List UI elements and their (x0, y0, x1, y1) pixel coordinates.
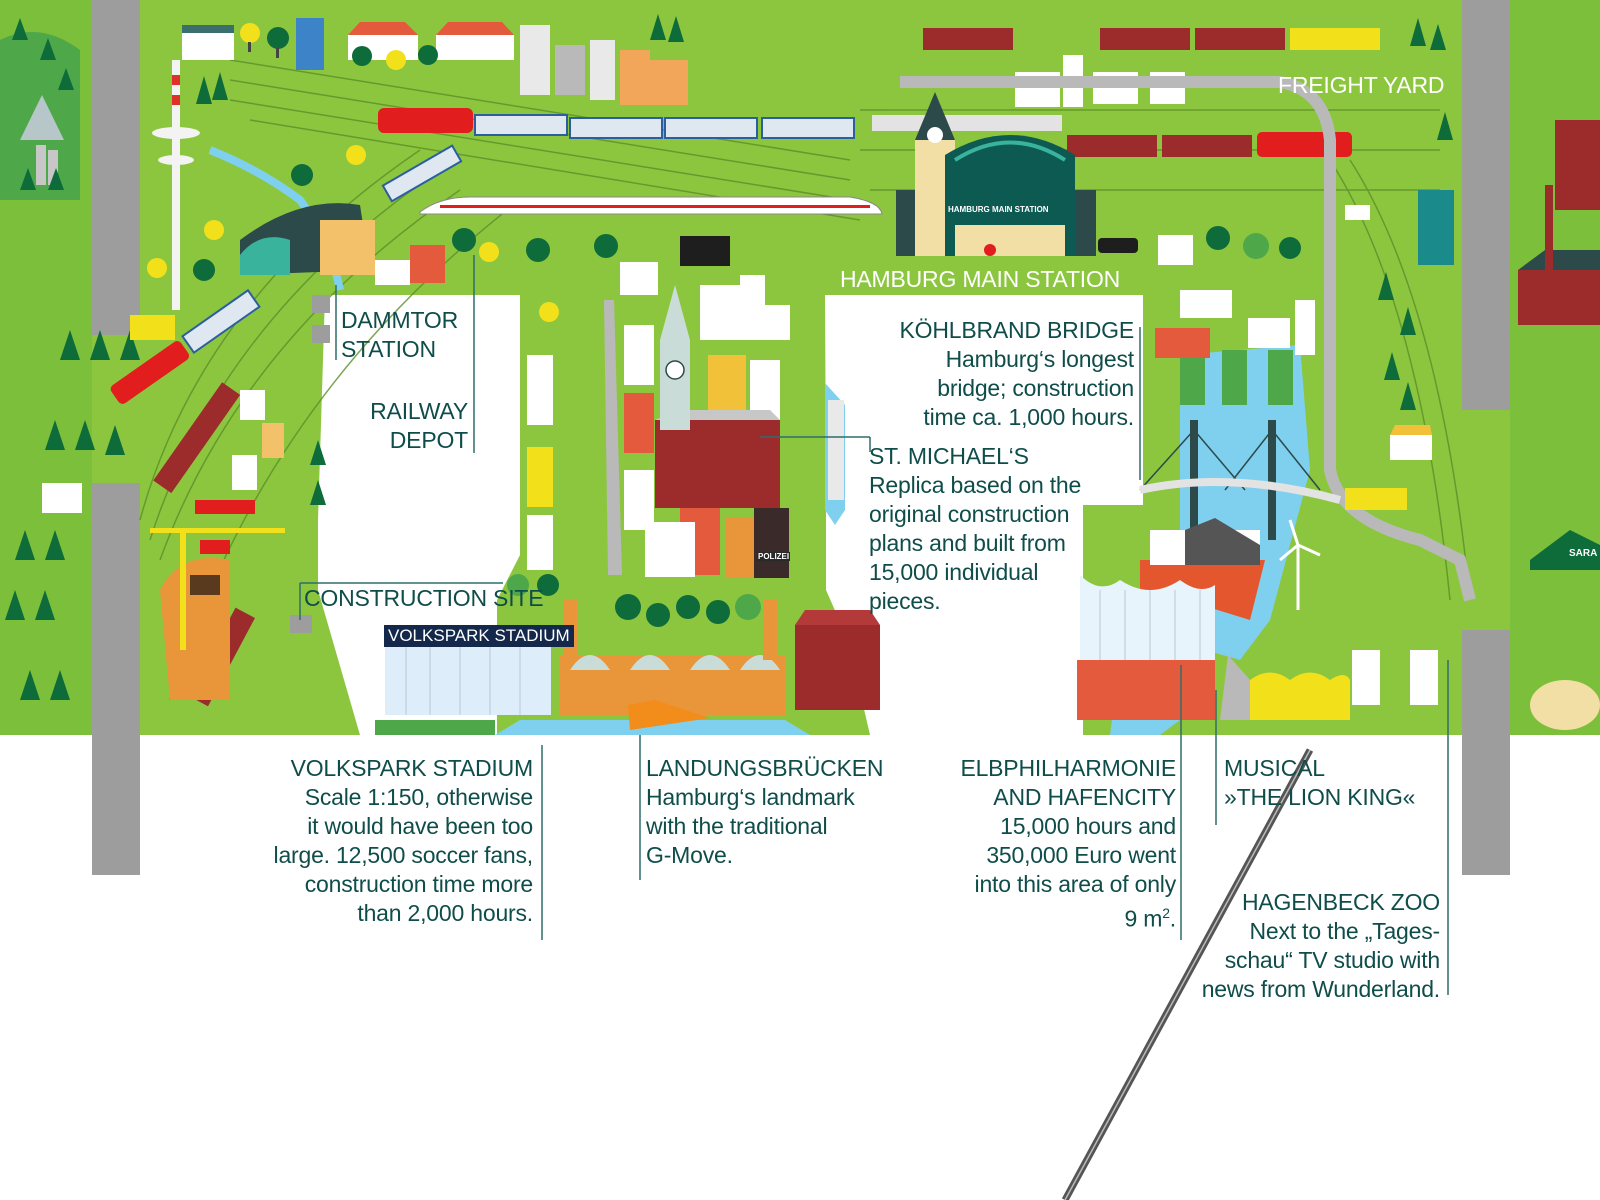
st-michaels-line-1: Replica based on the (869, 472, 1082, 498)
musical-line-1: MUSICAL (1224, 755, 1325, 781)
st-michaels-title: ST. MICHAEL‘S (869, 443, 1029, 469)
label-freight-yard: FREIGHT YARD (1278, 72, 1445, 98)
white-lower (0, 735, 1600, 1200)
road-right (900, 76, 1476, 602)
freight-diagonal (153, 382, 241, 494)
landungsbruecken-line-1: Hamburg‘s landmark (646, 784, 855, 810)
station-sign: HAMBURG MAIN STATION (948, 205, 1049, 214)
rail-line-diagonal (1061, 748, 1314, 1200)
dammtor-line-2: STATION (341, 336, 436, 362)
landungsbruecken-icon (495, 600, 810, 735)
elbphilharmonie-icon (1077, 575, 1215, 720)
label-railway-depot: RAILWAY DEPOT (370, 397, 468, 455)
label-volkspark-stadium: VOLKSPARK STADIUM Scale 1:150, otherwise… (273, 754, 534, 928)
volkspark-line-4: construction time more (304, 871, 533, 897)
volkspark-line-5: than 2,000 hours. (357, 900, 533, 926)
landungsbruecken-title: LANDUNGSBRÜCKEN (646, 755, 884, 781)
volkspark-line-3: large. 12,500 soccer fans, (273, 842, 534, 868)
ice-train (419, 196, 883, 215)
lion-king-theatre-icon (1220, 655, 1350, 720)
label-st-michaels: ST. MICHAEL‘S Replica based on the origi… (869, 442, 1081, 616)
hagenbeck-line-2: schau“ TV studio with (1224, 947, 1440, 973)
elbphilharmonie-line-3: into this area of only (974, 871, 1177, 897)
label-hamburg-main-station: HAMBURG MAIN STATION (840, 266, 1121, 292)
leader-lines (299, 255, 1449, 995)
pillar-left-bottom (92, 483, 140, 875)
kohlbrand-line-1: Hamburg‘s longest (945, 346, 1135, 372)
label-construction-site: CONSTRUCTION SITE (304, 585, 544, 611)
dammtor-line-1: DAMMTOR (341, 307, 459, 333)
truck-yellow (1345, 488, 1407, 510)
main-station-icon (896, 92, 1096, 256)
hagenbeck-line-3: news from Wunderland. (1201, 976, 1440, 1002)
red-building-port (795, 625, 880, 710)
landungsbruecken-line-3: G-Move. (646, 842, 733, 868)
railway-depot-line-1: RAILWAY (370, 398, 468, 424)
bridge-road (872, 115, 1062, 131)
sarasani-sign: SARA (1569, 548, 1598, 559)
ship-center-icon (825, 383, 845, 525)
center-road (604, 300, 622, 575)
trees (5, 14, 1453, 700)
volkspark-line-1: Scale 1:150, otherwise (304, 784, 533, 810)
kohlbrand-bridge-icon (1139, 350, 1342, 540)
st-michaels-line-5: pieces. (869, 588, 941, 614)
white-panel-right (825, 295, 1143, 735)
elbphilharmonie-area: 9 m (1124, 905, 1163, 932)
railway-depot-line-2: DEPOT (389, 427, 468, 453)
label-hagenbeck-zoo: HAGENBECK ZOO Next to the „Tages- schau“… (1202, 888, 1440, 1004)
elbphilharmonie-line-4: 9 m2. (960, 899, 1176, 934)
st-michaels-church-icon (655, 285, 780, 508)
police-sign: POLIZEI (757, 552, 791, 561)
wind-turbine-icon (1279, 519, 1321, 610)
label-kohlbrand-bridge: KÖHLBRAND BRIDGE Hamburg‘s longest bridg… (899, 316, 1134, 432)
tv-tower-icon (152, 60, 200, 310)
kohlbrand-title: KÖHLBRAND BRIDGE (899, 317, 1134, 343)
stadium-sign: VOLKSPARK STADIUM (384, 625, 574, 647)
pillar-left-top (92, 0, 140, 335)
hagenbeck-line-1: Next to the „Tages- (1249, 918, 1440, 944)
construction-site-icon (150, 500, 285, 700)
st-michaels-line-3: plans and built from (869, 530, 1066, 556)
hagenbeck-zoo-area (1352, 0, 1600, 735)
st-michaels-line-2: original construction (869, 501, 1070, 527)
car-black (1098, 238, 1138, 253)
kohlbrand-line-2: bridge; construction (937, 375, 1134, 401)
train-diagonal-left (110, 288, 261, 404)
elbphilharmonie-title-1: ELBPHILHARMONIE (960, 755, 1176, 781)
pillar-right-top (1462, 0, 1510, 410)
label-landungsbruecken: LANDUNGSBRÜCKEN Hamburg‘s landmark with … (646, 754, 883, 870)
elbphilharmonie-superscript: 2 (1162, 905, 1170, 921)
train-top-left (378, 108, 855, 139)
elbphilharmonie-title-2: AND HAFENCITY (993, 784, 1176, 810)
dammtor-station-icon (240, 203, 375, 275)
train-diagonal-left-2 (381, 144, 463, 203)
musical-line-2: »THE LION KING« (1224, 784, 1416, 810)
label-musical: MUSICAL »THE LION KING« (1224, 754, 1415, 812)
pillar-right-bottom (1462, 630, 1510, 875)
volkspark-line-2: it would have been too (307, 813, 533, 839)
landungsbruecken-line-2: with the traditional (646, 813, 828, 839)
buildings-right (1155, 205, 1370, 358)
label-elbphilharmonie: ELBPHILHARMONIE AND HAFENCITY 15,000 hou… (960, 754, 1176, 934)
label-dammtor-station: DAMMTOR STATION (341, 306, 458, 364)
elbphilharmonie-line-2: 350,000 Euro went (986, 842, 1176, 868)
hagenbeck-title: HAGENBECK ZOO (1241, 889, 1440, 915)
kohlbrand-line-3: time ca. 1,000 hours. (923, 404, 1134, 430)
dark-block (680, 236, 730, 266)
grey-crates (290, 295, 330, 633)
elbphilharmonie-period: . (1169, 905, 1176, 932)
st-michaels-line-4: 15,000 individual (869, 559, 1039, 585)
volkspark-title: VOLKSPARK STADIUM (290, 755, 534, 781)
elbphilharmonie-line-1: 15,000 hours and (1000, 813, 1176, 839)
